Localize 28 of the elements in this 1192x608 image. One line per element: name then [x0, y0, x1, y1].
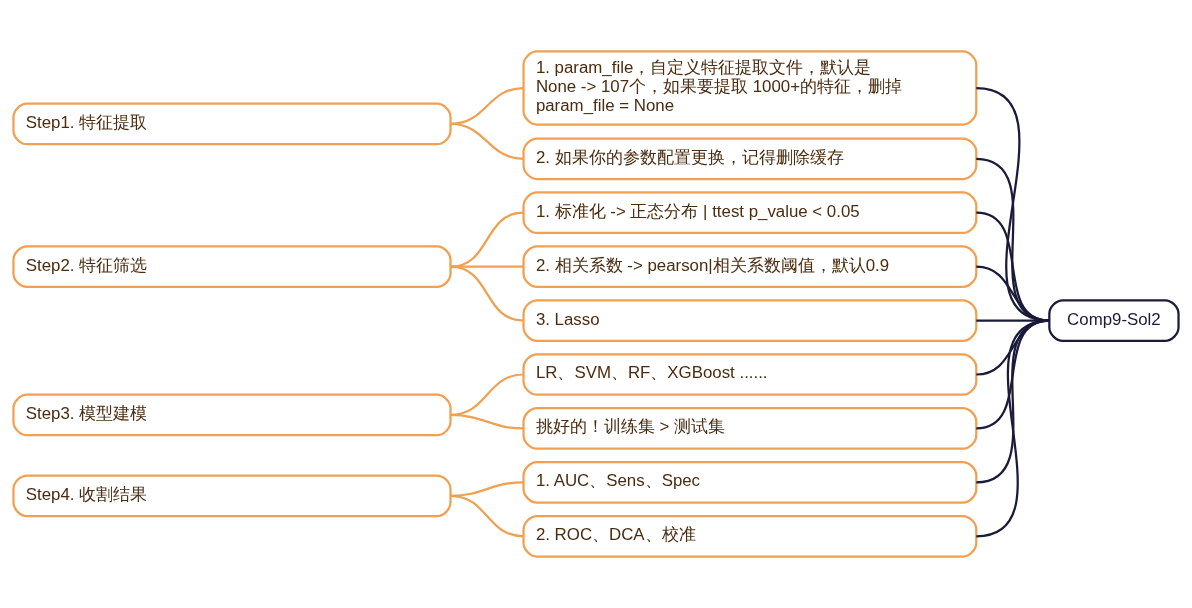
connector	[450, 494, 524, 538]
connector	[976, 86, 1050, 322]
connector	[976, 319, 1050, 430]
node-box: Comp9-Sol2	[1048, 299, 1180, 342]
connector	[976, 157, 1050, 322]
connector	[976, 319, 1050, 322]
node-box: 1. AUC、Sens、Spec	[522, 461, 978, 504]
connector	[976, 265, 1050, 322]
node-box: Step4. 收割结果	[12, 474, 452, 518]
node-box: Step1. 特征提取	[12, 102, 452, 146]
node-box: 挑好的！训练集 > 测试集	[522, 407, 978, 450]
connector	[976, 211, 1050, 322]
connector	[976, 319, 1050, 376]
node-box: Step3. 模型建模	[12, 393, 452, 437]
connector	[976, 319, 1050, 538]
node-box: Step2. 特征筛选	[12, 245, 452, 288]
node-box: 2. 相关系数 -> pearson|相关系数阈值，默认0.9	[522, 245, 978, 288]
node-box: LR、SVM、RF、XGBoost ......	[522, 353, 978, 396]
node-box: 2. 如果你的参数配置更换，记得删除缓存	[522, 137, 978, 181]
node-box: 3. Lasso	[522, 299, 978, 342]
node-box: 1. 标准化 -> 正态分布 | ttest p_value < 0.05	[522, 191, 978, 235]
node-box: 1. param_file，自定义特征提取文件，默认是None -> 107个，如果要提取 1000+的特征，删掉param_file = None	[522, 50, 978, 126]
node-box: 2. ROC、DCA、校准	[522, 514, 978, 558]
connector	[976, 319, 1050, 484]
connector	[450, 413, 524, 430]
connector	[450, 122, 524, 160]
connector	[450, 265, 524, 322]
connector	[450, 211, 524, 268]
